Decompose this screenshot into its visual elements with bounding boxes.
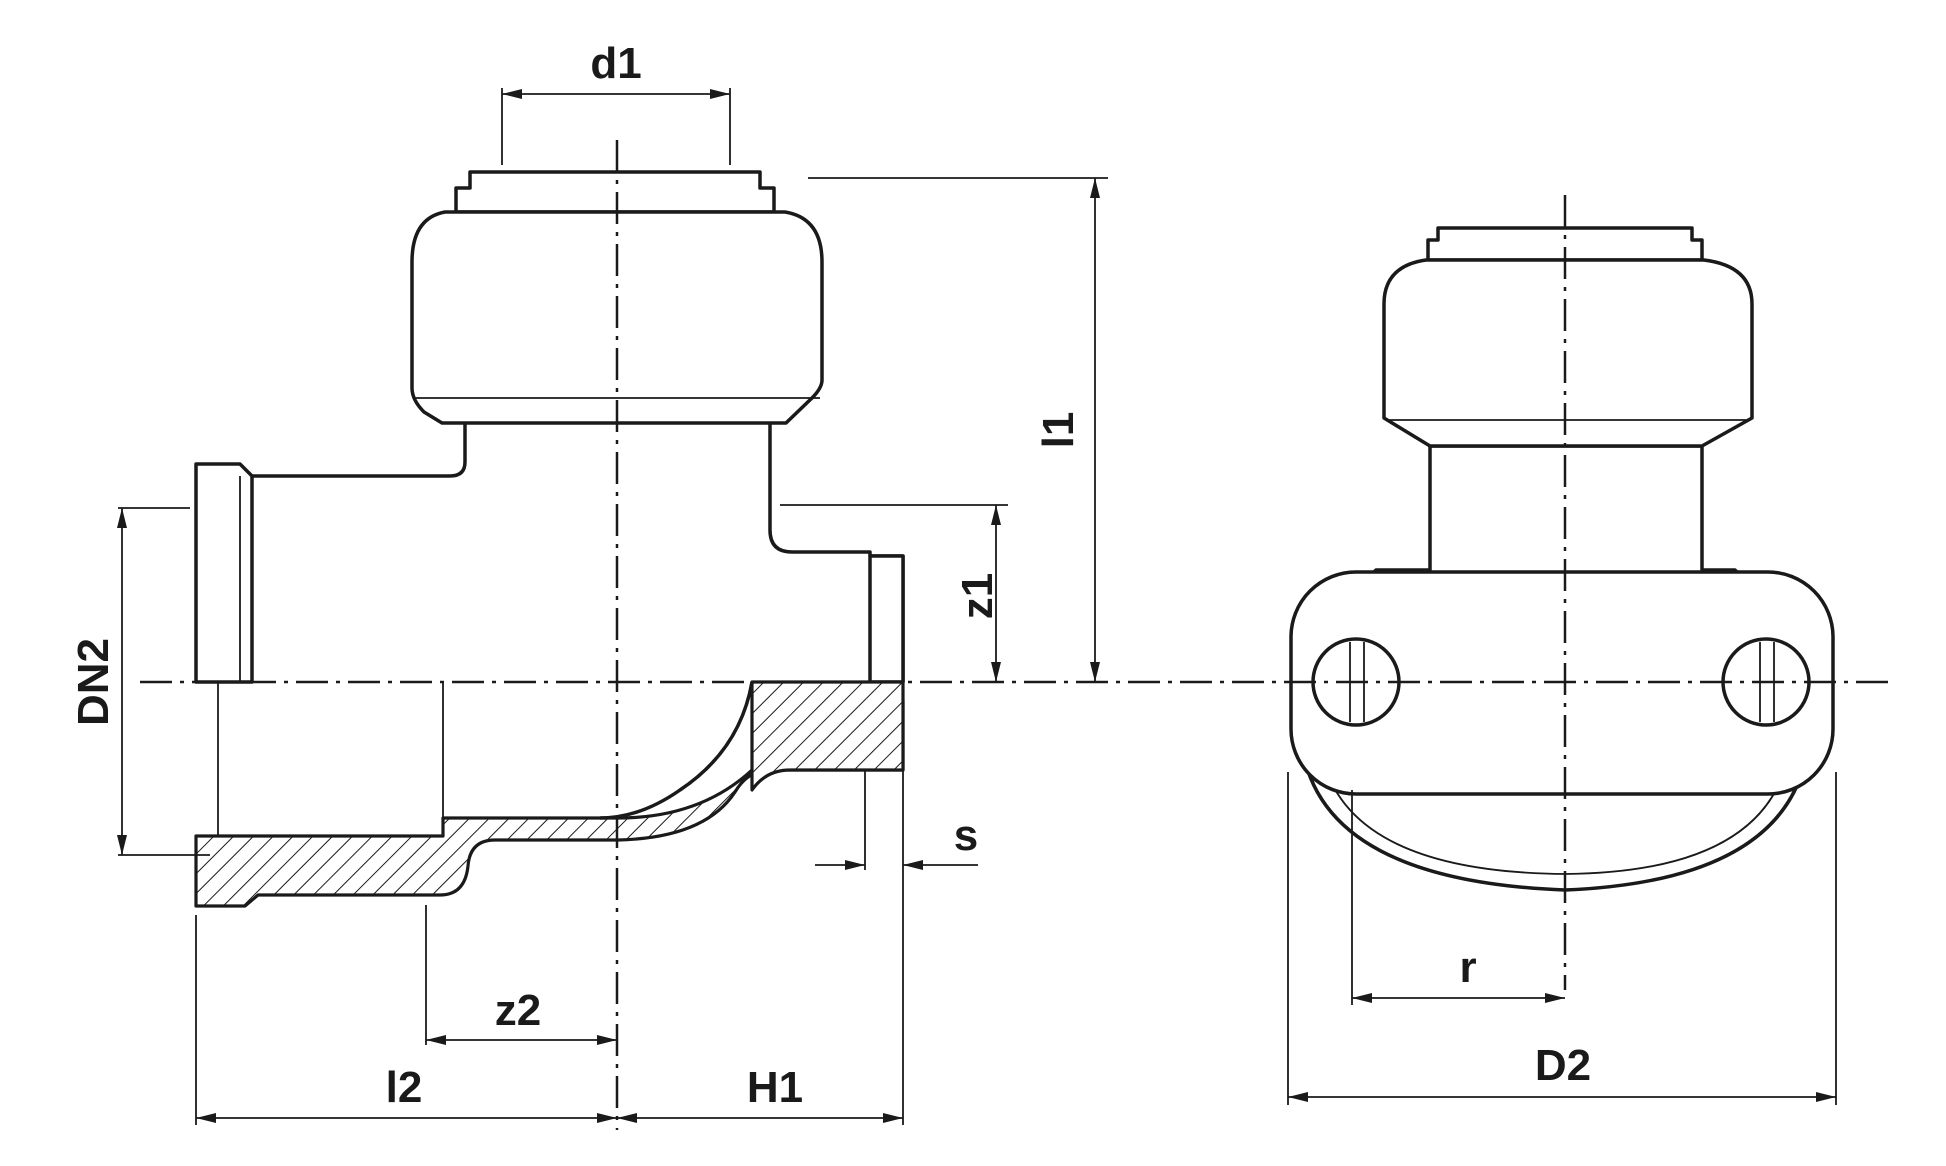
- right-socket-wall: [868, 554, 905, 684]
- r-label: r: [1459, 943, 1476, 992]
- dimensions: d1 l1 z1 DN2 s z2 l2 H1 r: [69, 39, 1837, 1125]
- d2-label: D2: [1535, 1041, 1591, 1090]
- l1-label: l1: [1034, 412, 1083, 449]
- center-lines: [140, 140, 1890, 1130]
- z2-label: z2: [495, 986, 541, 1035]
- dn2-label: DN2: [69, 638, 118, 726]
- elbow-inner-curve: [599, 681, 754, 820]
- l2-label: l2: [386, 1063, 423, 1112]
- z1-label: z1: [953, 573, 1002, 619]
- section-hatch-bottom: [194, 698, 905, 908]
- cap-top-ring: [454, 170, 776, 214]
- front-view: [194, 170, 1008, 908]
- side-cap-nut: [1382, 258, 1754, 448]
- section-hatch-socket: [750, 680, 905, 792]
- s-label: s: [954, 811, 978, 860]
- left-flange: [194, 462, 254, 684]
- side-view: [1289, 226, 1835, 892]
- body-outline: [250, 423, 905, 682]
- h1-label: H1: [747, 1063, 803, 1112]
- d1-label: d1: [590, 39, 641, 88]
